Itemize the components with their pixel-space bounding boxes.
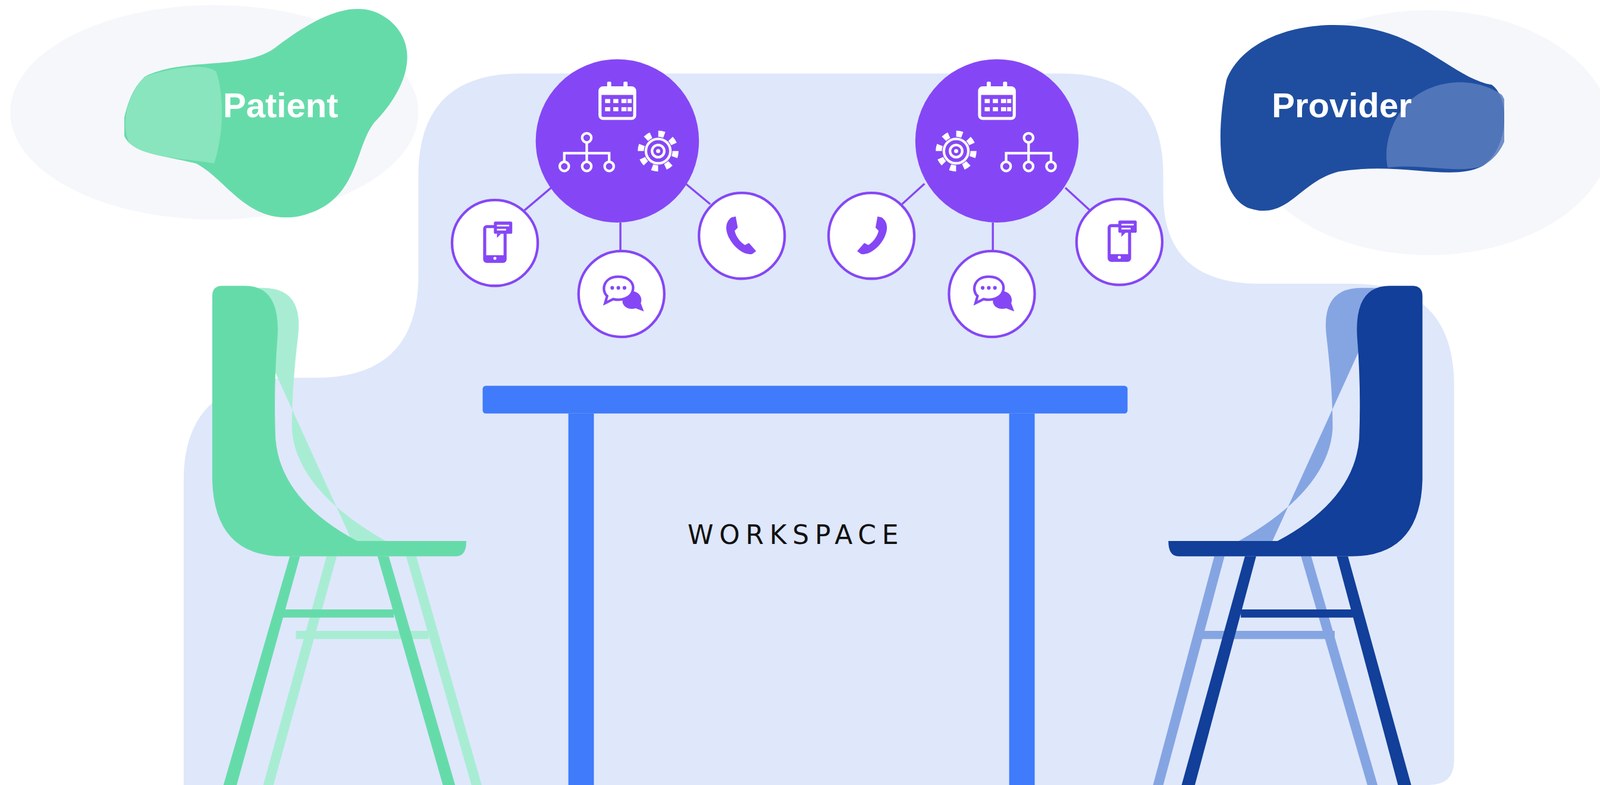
provider-blob: Provider bbox=[1216, 18, 1505, 213]
node-title: Patient bbox=[223, 86, 338, 125]
patient-blob: Patient bbox=[124, 0, 412, 219]
node-title: Provider bbox=[1271, 86, 1412, 125]
area-label: WORKSPACE bbox=[687, 519, 905, 550]
